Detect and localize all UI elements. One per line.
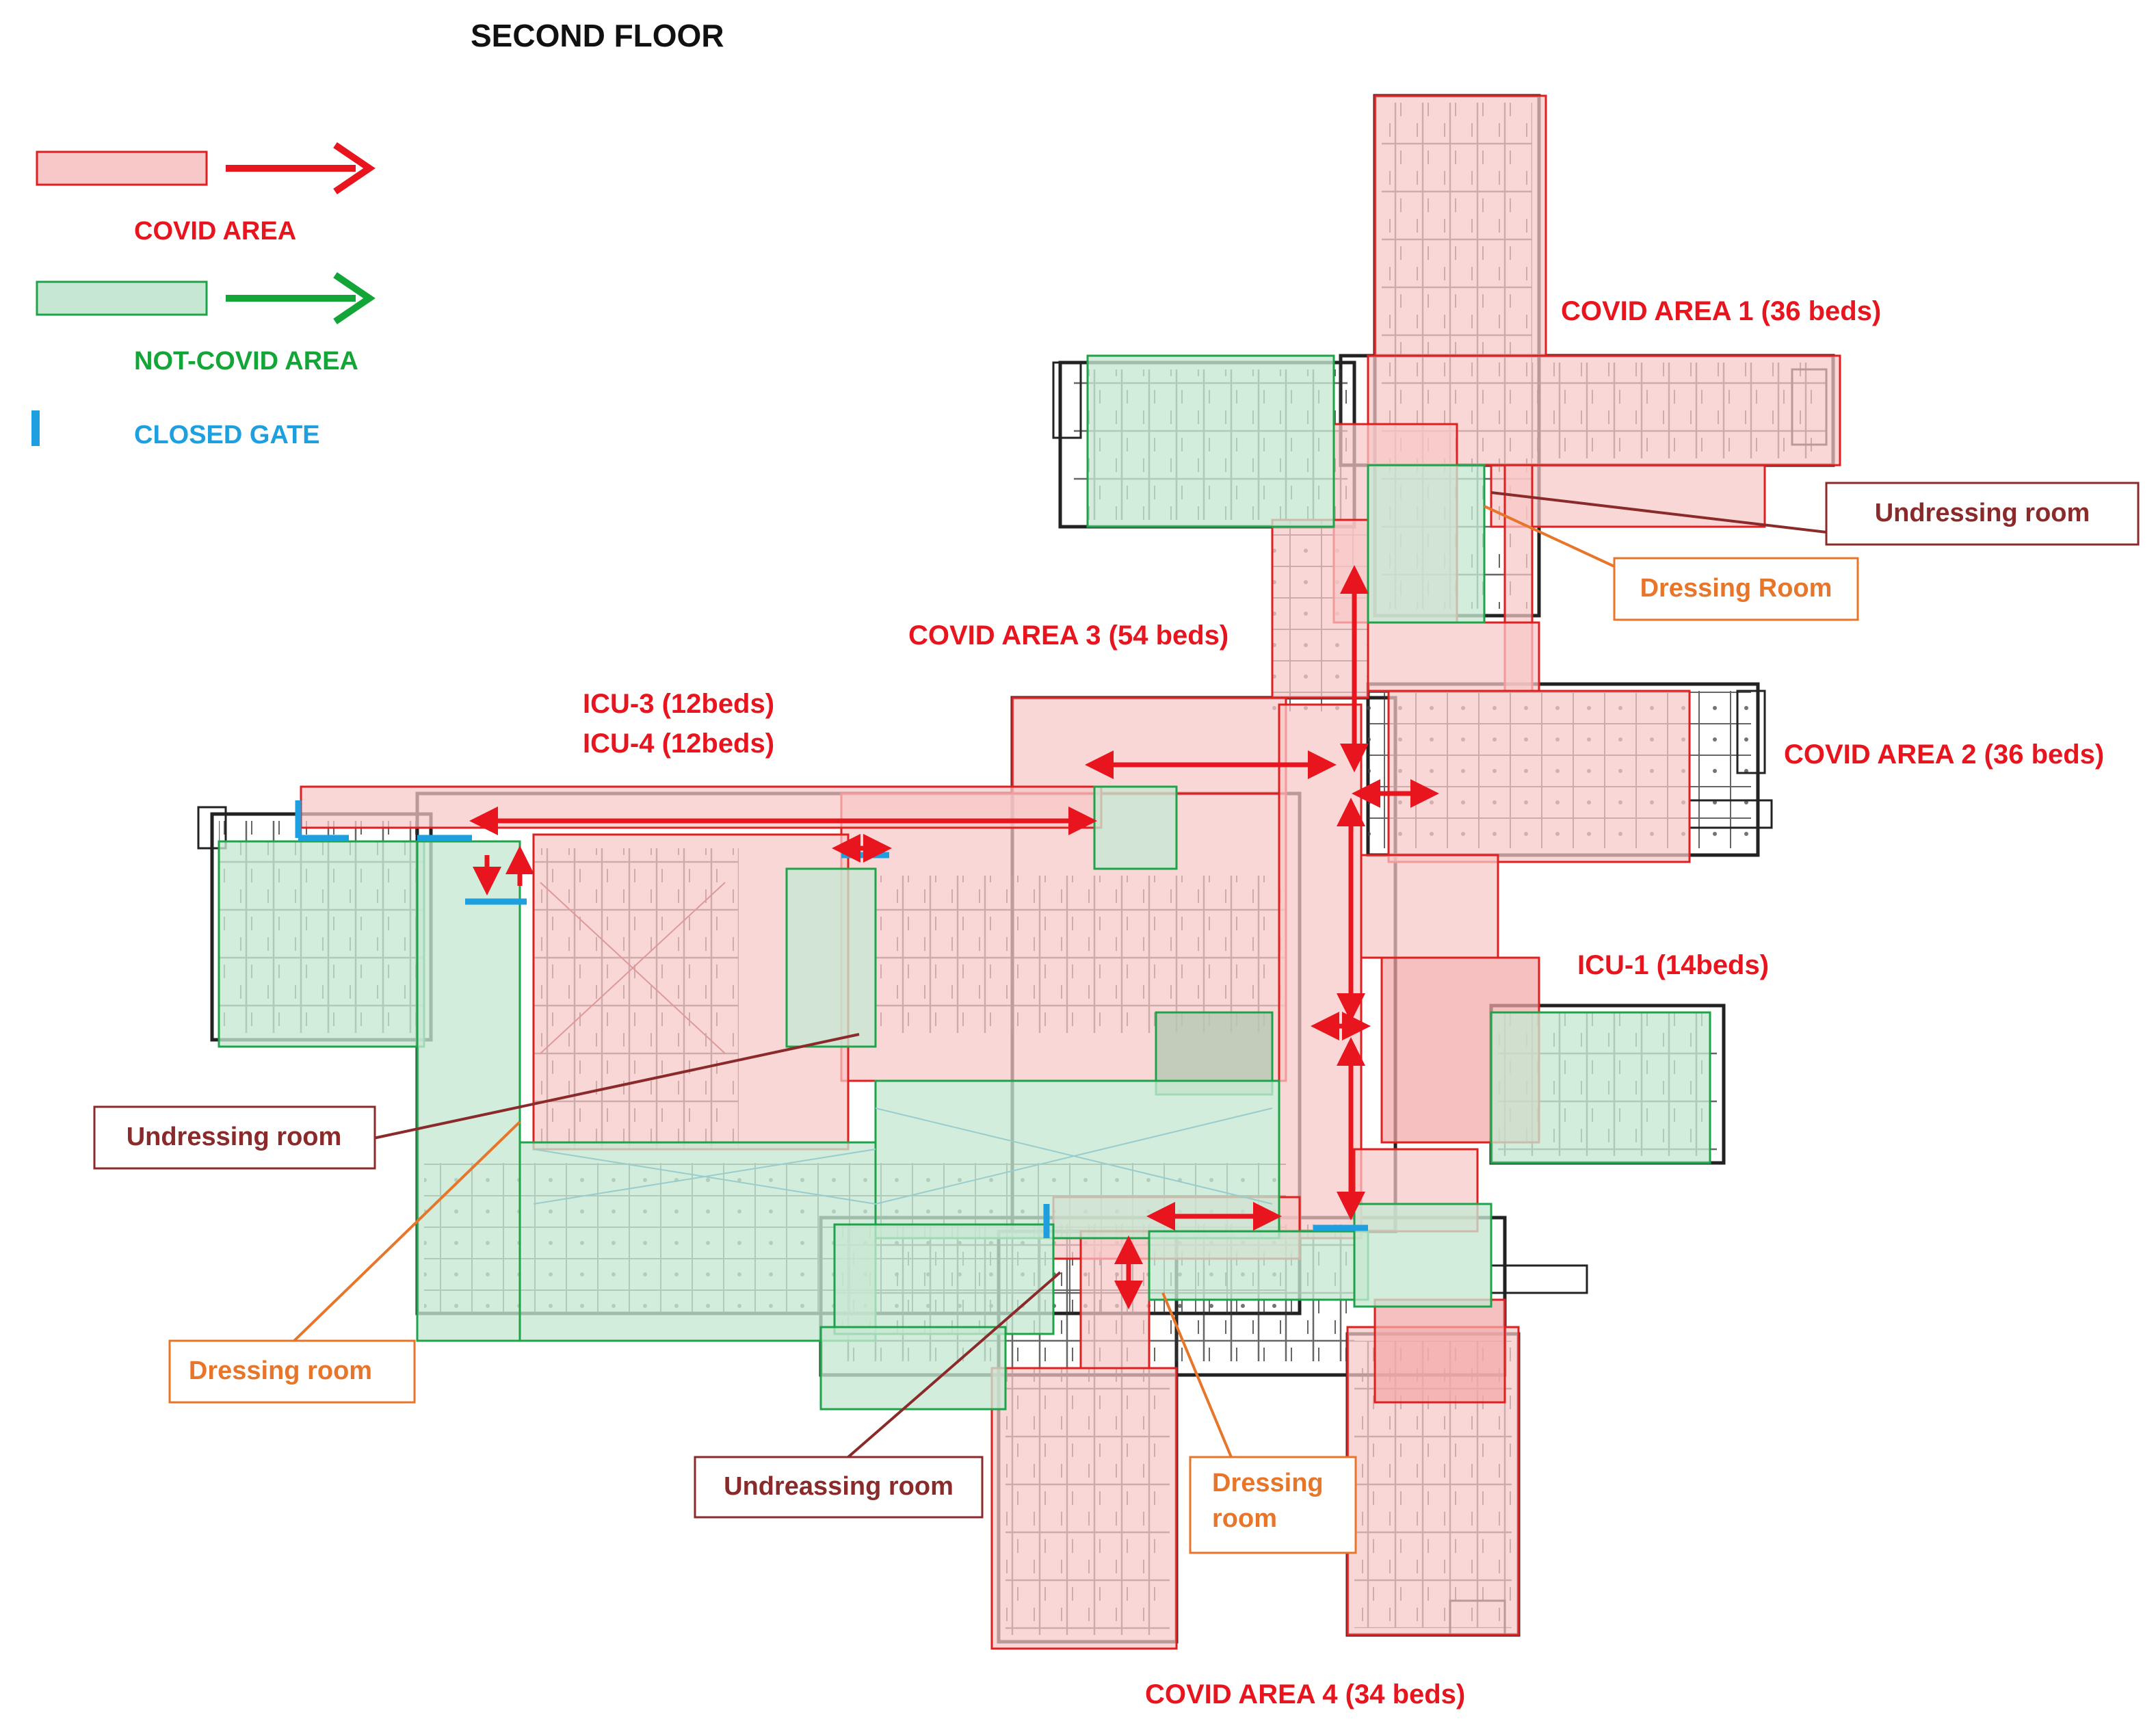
callout-text-undressing-ne: Undressing room (1875, 499, 2090, 527)
covid-zone-1-north (1373, 94, 1547, 357)
covid-zone-2 (1387, 690, 1691, 863)
callout-w-dressing: Dressing room (168, 1339, 416, 1404)
icu-hatching (533, 882, 1273, 1205)
callout-box-undressing-w (93, 1105, 376, 1170)
callout-text-undreassing-s: Undreassing room (724, 1472, 954, 1501)
covid-flow-arrows (469, 565, 1439, 1309)
legend-covid-arrowhead (333, 142, 376, 195)
legend-covid-swatch (36, 150, 208, 186)
non-covid-zones (218, 354, 1711, 1411)
legend: COVID AREA NOT-COVID AREA CLOSED GATE (31, 142, 376, 449)
leader-dressing-w (293, 1120, 521, 1342)
callout-text-dressing-w: Dressing room (189, 1357, 372, 1385)
leader-dressing-ne (1484, 505, 1615, 568)
stairs-e (1736, 690, 1766, 774)
covid-zone-4-top (1373, 1298, 1506, 1404)
callout-text-dressing-s-2: room (1212, 1504, 1277, 1533)
callout-s-undreassing: Undreassing room (694, 1456, 984, 1519)
page-title: SECOND FLOOR (471, 18, 724, 53)
callout-box-undreassing-s (694, 1456, 984, 1519)
legend-non-covid-label: NOT-COVID AREA (134, 347, 358, 376)
label-covid-area-1: COVID AREA 1 (36 beds) (1561, 296, 1881, 326)
stairs-w (197, 806, 227, 850)
legend-closed-gate-label: CLOSED GATE (134, 421, 320, 449)
leader-dressing-s (1161, 1292, 1233, 1458)
legend-non-covid-swatch (36, 280, 208, 316)
leader-undressing-w (373, 1033, 860, 1140)
green-zone-west-column (416, 840, 521, 1342)
callout-box-dressing-w (168, 1339, 416, 1404)
green-zone-nw-wing (1086, 354, 1335, 528)
leader-undressing-ne (1490, 491, 1827, 534)
green-zone-dressing-ne (1367, 464, 1486, 624)
area-labels: COVID AREA 1 (36 beds) COVID AREA 2 (36 … (583, 296, 2104, 1709)
label-covid-area-2: COVID AREA 2 (36 beds) (1784, 739, 2104, 770)
covid-zone-mid (1360, 854, 1499, 959)
callout-text-dressing-s-1: Dressing (1212, 1469, 1324, 1497)
covid-zones (300, 94, 1841, 1650)
covid-zone-4-neck (1079, 1230, 1151, 1369)
green-zone-south-west (518, 1141, 877, 1342)
callout-s-dressing: Dressing room (1189, 1456, 1357, 1554)
covid-zone-2-top (1367, 621, 1540, 692)
closed-gates (295, 800, 1368, 1238)
callout-text-dressing-ne: Dressing Room (1640, 574, 1832, 603)
label-covid-area-3: COVID AREA 3 (54 beds) (908, 620, 1228, 651)
green-zone-se (1353, 1203, 1493, 1308)
callout-box-dressing-s (1189, 1456, 1357, 1554)
callout-leaders (293, 491, 1827, 1458)
green-zone-south-dressing (819, 1326, 1007, 1411)
green-zone-south-mid (1148, 1230, 1369, 1301)
stairs-nw (1052, 361, 1082, 439)
callout-box-undressing-ne (1825, 482, 2140, 546)
green-zone-central-small (1093, 785, 1178, 870)
callout-box-dressing-ne (1613, 557, 1859, 621)
leader-undreassing-s (847, 1271, 1062, 1458)
callout-text-undressing-w: Undressing room (127, 1123, 342, 1151)
label-icu-1: ICU-1 (14beds) (1577, 950, 1769, 980)
legend-closed-gate-swatch (31, 410, 40, 446)
green-zone-icu1-east (1490, 1011, 1711, 1164)
green-zone-south-left (833, 1223, 1055, 1335)
callout-ne-dressing: Dressing Room (1613, 557, 1859, 621)
covid-zone-3-top (1011, 696, 1287, 795)
legend-covid-label: COVID AREA (134, 217, 296, 246)
label-icu-4: ICU-4 (12beds) (583, 729, 774, 759)
label-icu-3: ICU-3 (12beds) (583, 689, 774, 719)
legend-non-covid-arrowhead (333, 272, 376, 325)
label-covid-area-4: COVID AREA 4 (34 beds) (1145, 1679, 1465, 1709)
callout-w-undressing: Undressing room (93, 1105, 376, 1170)
callout-ne-undressing: Undressing room (1825, 482, 2140, 546)
green-zone-icu-undressing (785, 867, 877, 1048)
green-zone-far-west (218, 840, 425, 1048)
covid-zone-1-sub (1490, 464, 1766, 528)
covid-zone-4-west (990, 1367, 1178, 1650)
